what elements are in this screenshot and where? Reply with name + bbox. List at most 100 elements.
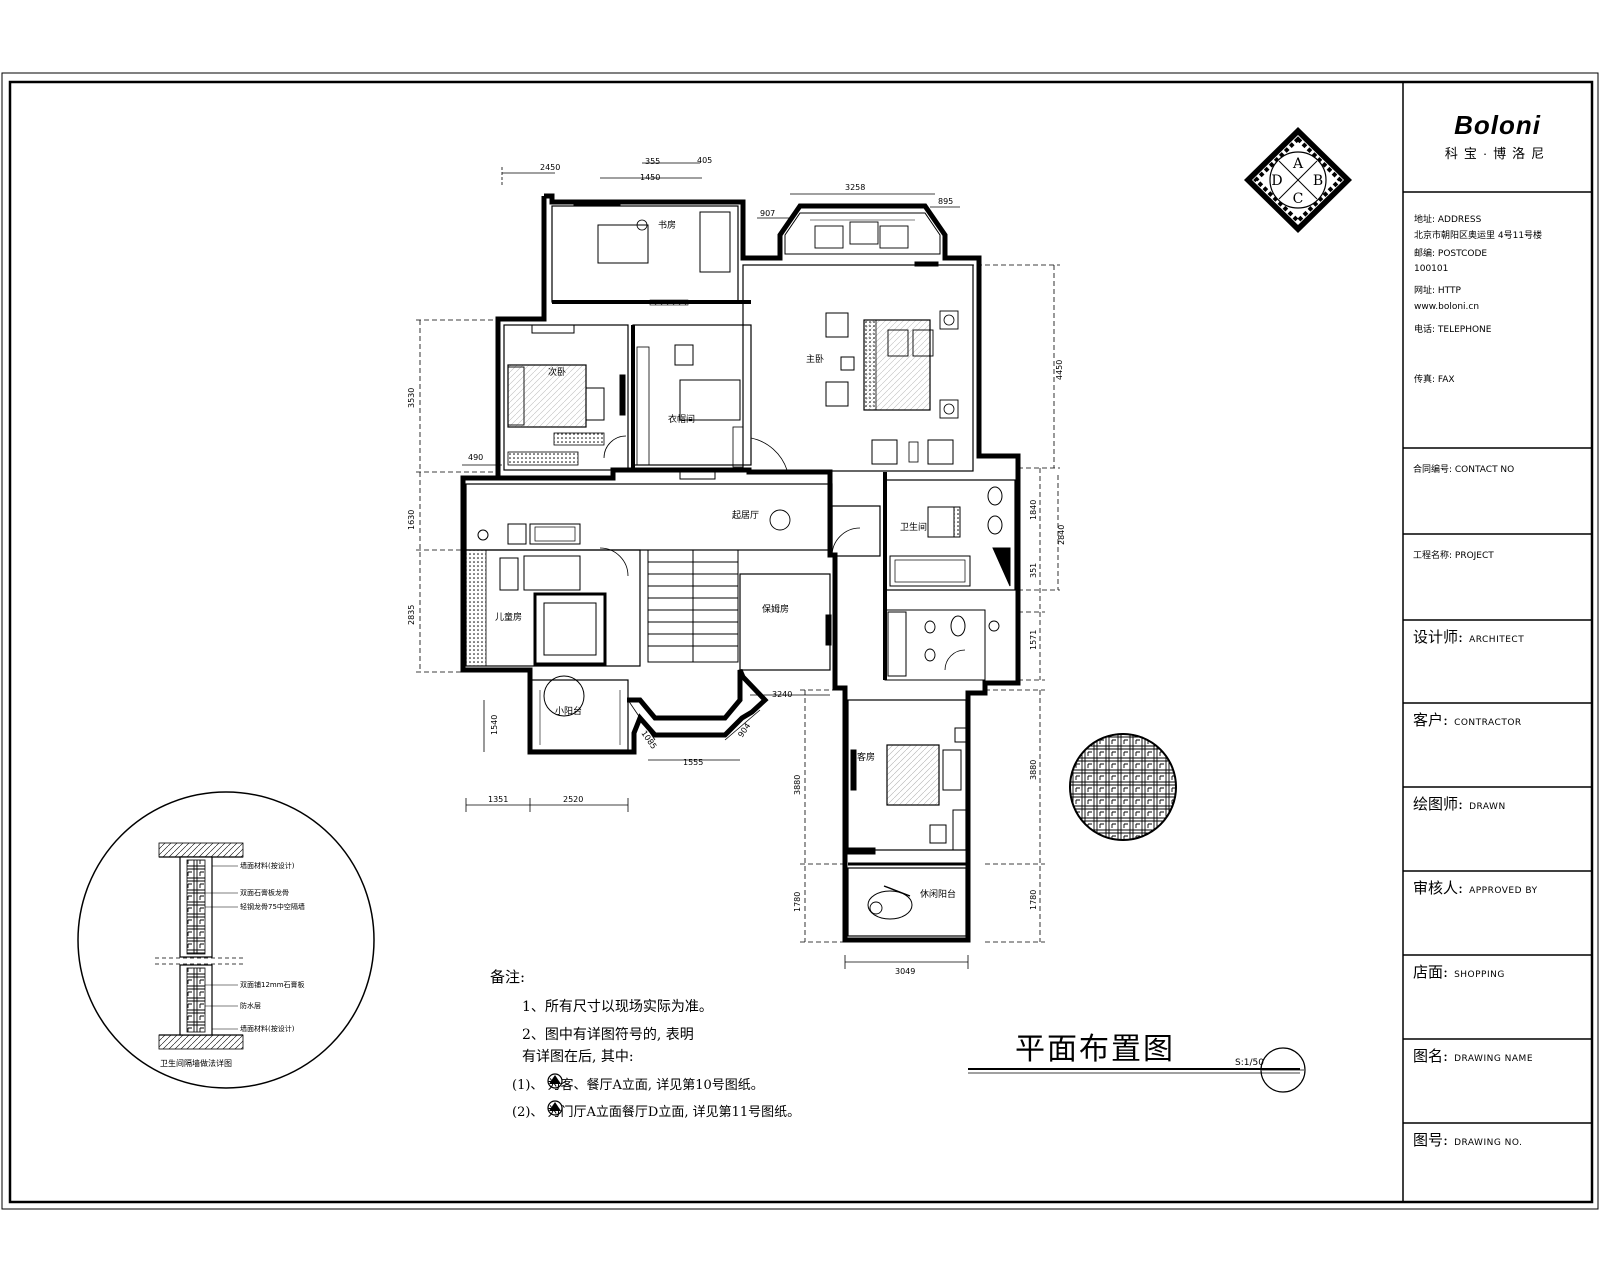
logo-chinese: 科宝·博洛尼 <box>1444 146 1551 161</box>
drawing-name-label-cn: 图名: <box>1413 1047 1449 1065</box>
label-secondary-bedroom: 次卧 <box>548 366 566 378</box>
drawing-title: 平面布置图 <box>1015 1032 1175 1067</box>
dim-bottom-3880: 3880 <box>793 775 802 795</box>
row-drawing-no: 图号: DRAWING NO. <box>1403 1123 1592 1202</box>
study-room <box>551 205 739 303</box>
child-room <box>465 549 641 667</box>
logo-english: Boloni <box>1454 110 1541 140</box>
dim-top-3258: 3258 <box>845 183 865 192</box>
approved-label-en: APPROVED BY <box>1469 886 1538 896</box>
dim-left-490: 490 <box>468 453 483 462</box>
floor-plan <box>460 193 1021 943</box>
drawing-name-label-en: DRAWING NAME <box>1454 1054 1534 1064</box>
dim-right-2840: 2840 <box>1057 525 1066 545</box>
compass-symbol: A B C D <box>1244 127 1352 233</box>
inner-frame <box>8 80 1594 1204</box>
dim-top-2450: 2450 <box>540 163 560 172</box>
room-labels: 书房 主卧 衣帽间 次卧 儿童房 小阳台 卫生间 客房 起居厅 保姆房 休闲阳台 <box>495 219 956 900</box>
drawing-no-label-cn: 图号: <box>1413 1131 1449 1149</box>
dim-right-1571: 1571 <box>1029 630 1038 650</box>
drawing-no-label-en: DRAWING NO. <box>1454 1138 1523 1148</box>
label-bathroom: 卫生间 <box>900 521 927 533</box>
notes-heading: 备注: <box>490 968 526 986</box>
compass-letter-b: B <box>1313 173 1323 189</box>
approved-label-cn: 审核人: <box>1413 879 1464 897</box>
shop-label-cn: 店面: <box>1413 963 1449 981</box>
detail-callout-5: 防水层 <box>240 1001 261 1010</box>
shop-label-en: SHOPPING <box>1454 970 1505 980</box>
label-living: 起居厅 <box>732 510 759 521</box>
drawn-label-en: DRAWN <box>1469 802 1506 812</box>
dim-top-355: 355 <box>645 157 660 166</box>
exterior-wall <box>460 193 1021 943</box>
website-label: 网址: HTTP <box>1414 286 1461 296</box>
leisure-balcony <box>847 867 967 937</box>
corridor <box>465 483 833 551</box>
label-study: 书房 <box>658 219 676 231</box>
notes-line-4: (1)、 为客、餐厅A立面, 详见第10号图纸。 <box>512 1078 764 1093</box>
architect-label-en: ARCHITECT <box>1469 635 1525 645</box>
label-guest-room: 客房 <box>857 751 875 763</box>
detail-callout-6: 墙面材料(按设计) <box>240 1024 295 1033</box>
bathroom <box>884 479 1016 591</box>
row-project: 工程名称: PROJECT <box>1403 534 1592 620</box>
dim-top-895: 895 <box>938 197 953 206</box>
dim-right-3880: 3880 <box>1029 760 1038 780</box>
row-contractor: 客户:CONTRACTOR <box>1403 703 1592 787</box>
maid-room <box>739 573 831 671</box>
detail-callout-3: 轻钢龙骨75中空隔墙 <box>240 902 305 911</box>
label-maid-room: 保姆房 <box>762 603 789 615</box>
row-contract-no: 合同编号: CONTACT NO <box>1403 448 1592 534</box>
dimension-texts: 2450 355 1450 405 3258 895 907 3530 490 … <box>407 156 1066 976</box>
notes-line-5: (2)、 为门厅A立面餐厅D立面, 详见第11号图纸。 <box>512 1105 801 1120</box>
dim-left-3530: 3530 <box>407 388 416 408</box>
address-value: 北京市朝阳区奥运里 4号11号楼 <box>1414 231 1543 241</box>
dim-bottom-3049: 3049 <box>895 967 915 976</box>
architect-label-cn: 设计师: <box>1413 628 1464 646</box>
dim-top-907: 907 <box>760 209 775 218</box>
dim-right-1780: 1780 <box>1029 890 1038 910</box>
brand-logo: Boloni 科宝·博洛尼 <box>1403 110 1592 162</box>
dim-right-4450: 4450 <box>1055 360 1064 380</box>
title-underline <box>968 1047 1306 1093</box>
website-value: www.boloni.cn <box>1414 302 1480 312</box>
dim-left-2835: 2835 <box>407 605 416 625</box>
dim-bottom-2520: 2520 <box>563 795 583 804</box>
fax-label: 传真: FAX <box>1414 375 1455 385</box>
dim-top-1450: 1450 <box>640 173 660 182</box>
detail-caption: 卫生间隔墙做法详图 <box>160 1058 232 1068</box>
drawing-scale: S:1/50 <box>1235 1058 1264 1068</box>
dim-right-351: 351 <box>1029 563 1038 578</box>
compass-letter-c: C <box>1293 191 1304 207</box>
drawn-label-cn: 绘图师: <box>1413 795 1464 813</box>
detail-callout-4: 双面铺12mm石膏板 <box>240 980 305 989</box>
row-architect: 设计师: ARCHITECT <box>1403 620 1592 703</box>
title-block-rows <box>1403 191 1592 1124</box>
staircase <box>647 549 739 663</box>
row-drawing-name: 图名: DRAWING NAME <box>1403 1039 1592 1123</box>
dim-bottom-1555: 1555 <box>683 758 703 767</box>
label-small-balcony: 小阳台 <box>555 705 582 717</box>
address-label: 地址: ADDRESS <box>1414 215 1482 225</box>
notes-line-3: 有详图在后, 其中: <box>522 1049 634 1065</box>
small-balcony <box>529 679 629 751</box>
dim-top-405: 405 <box>697 156 712 165</box>
row-drawn: 绘图师: DRAWN <box>1403 787 1592 871</box>
compass-letter-d: D <box>1271 173 1282 189</box>
project-label: 工程名称: PROJECT <box>1413 551 1494 561</box>
postcode-label: 邮编: POSTCODE <box>1414 249 1488 259</box>
dim-bottom-3240: 3240 <box>772 690 792 699</box>
detail-callout-1: 墙面材料(按设计) <box>240 861 295 870</box>
dimension-lines <box>416 162 1060 969</box>
contract-no-label: 合同编号: CONTACT NO <box>1413 465 1515 475</box>
decorative-lattice-circle <box>1069 733 1177 841</box>
dim-bottom-1780: 1780 <box>793 892 802 912</box>
outer-frame <box>1 72 1599 1210</box>
guest-room <box>847 699 967 851</box>
compass-letter-a: A <box>1292 156 1304 172</box>
postcode-value: 100101 <box>1414 264 1449 274</box>
dim-right-1840: 1840 <box>1029 500 1038 520</box>
detail-marker-icons <box>547 1073 563 1116</box>
notes-line-2: 2、图中有详图符号的, 表明 <box>522 1027 694 1043</box>
